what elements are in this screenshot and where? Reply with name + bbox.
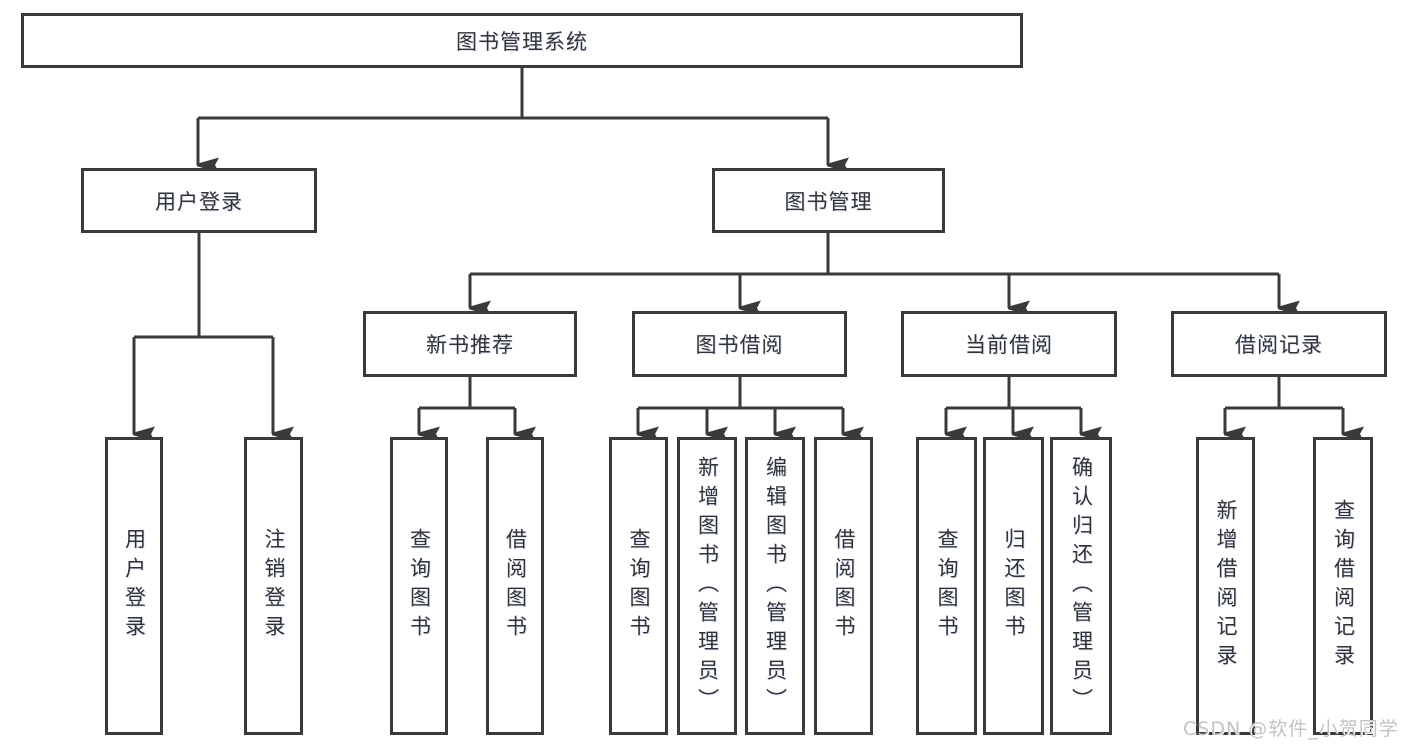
csdn-watermark: CSDN @软件_小贺同学: [1183, 718, 1399, 740]
leaf-newbook-query-book: 查询图书: [390, 437, 448, 735]
leaf-current-return-book: 归还图书: [983, 437, 1044, 735]
node-new-book-recommend: 新书推荐: [363, 311, 577, 377]
leaf-current-confirm-return-admin: 确认归还（管理员）: [1050, 437, 1112, 735]
leaf-newbook-borrow-book: 借阅图书: [486, 437, 544, 735]
leaf-user-login: 用户登录: [105, 437, 163, 735]
node-current-borrow: 当前借阅: [901, 311, 1117, 377]
node-book-borrow: 图书借阅: [632, 311, 847, 377]
leaf-records-add-record: 新增借阅记录: [1196, 437, 1255, 735]
leaf-logout: 注销登录: [244, 437, 303, 735]
leaf-borrow-add-book-admin: 新增图书（管理员）: [677, 437, 737, 735]
node-borrow-records: 借阅记录: [1171, 311, 1387, 377]
leaf-current-query-book: 查询图书: [916, 437, 977, 735]
leaf-records-query-record: 查询借阅记录: [1313, 437, 1373, 735]
leaf-borrow-borrow-book: 借阅图书: [814, 437, 873, 735]
leaf-borrow-query-book: 查询图书: [609, 437, 668, 735]
node-user-login: 用户登录: [81, 168, 317, 233]
node-book-management: 图书管理: [712, 168, 945, 233]
leaf-borrow-edit-book-admin: 编辑图书（管理员）: [745, 437, 805, 735]
node-library-management-system: 图书管理系统: [21, 13, 1023, 68]
